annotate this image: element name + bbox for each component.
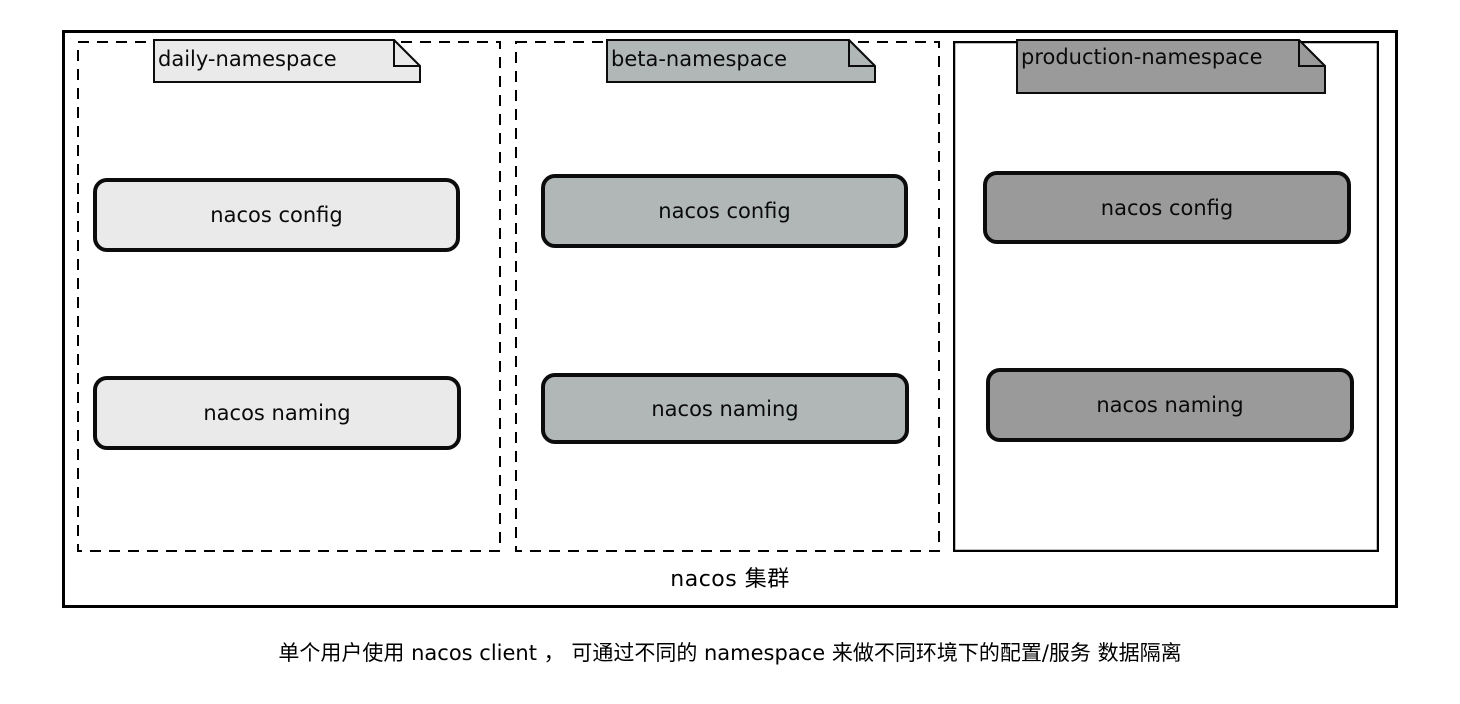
daily-namespace-note: daily-namespace (153, 39, 421, 83)
nacos-config-box: nacos config (93, 178, 460, 252)
note-fold-icon (1298, 39, 1326, 67)
nacos-naming-label: nacos naming (651, 396, 799, 421)
diagram-caption: 单个用户使用 nacos client ， 可通过不同的 namespace 来… (278, 641, 1182, 665)
note-body (1016, 39, 1326, 94)
cluster-label: nacos 集群 (670, 567, 790, 592)
production-namespace-note: production-namespace (1016, 39, 1326, 94)
namespace-name: production-namespace (1021, 45, 1263, 69)
nacos-config-label: nacos config (1100, 195, 1234, 220)
nacos-naming-label: nacos naming (1096, 393, 1244, 417)
nacos-naming-box: nacos naming (93, 376, 461, 450)
nacos-config-label: nacos config (210, 203, 343, 227)
note-shape (1016, 39, 1326, 94)
nacos-cluster-box: daily-namespace nacos config nacos namin… (62, 30, 1398, 608)
dashed-border (77, 41, 501, 552)
nacos-naming-box: nacos naming (986, 368, 1354, 442)
beta-namespace-note: beta-namespace (606, 39, 876, 83)
note-shape (606, 39, 876, 83)
note-fold-icon (848, 39, 876, 67)
note-body (606, 39, 876, 83)
namespace-name: daily-namespace (158, 47, 337, 71)
production-namespace-column: production-namespace nacos config nacos … (953, 39, 1379, 552)
nacos-naming-label: nacos naming (203, 401, 351, 425)
namespace-name: beta-namespace (611, 47, 788, 71)
beta-namespace-column: beta-namespace nacos config nacos naming (515, 39, 940, 552)
dashed-border (515, 41, 940, 552)
note-fold-icon (393, 39, 421, 67)
nacos-config-box: nacos config (983, 171, 1351, 244)
note-body (153, 39, 421, 83)
note-shape (153, 39, 421, 83)
nacos-naming-box: nacos naming (541, 373, 909, 444)
daily-namespace-column: daily-namespace nacos config nacos namin… (77, 39, 501, 552)
solid-border (953, 41, 1379, 552)
nacos-config-label: nacos config (658, 199, 791, 223)
nacos-config-box: nacos config (541, 174, 908, 248)
